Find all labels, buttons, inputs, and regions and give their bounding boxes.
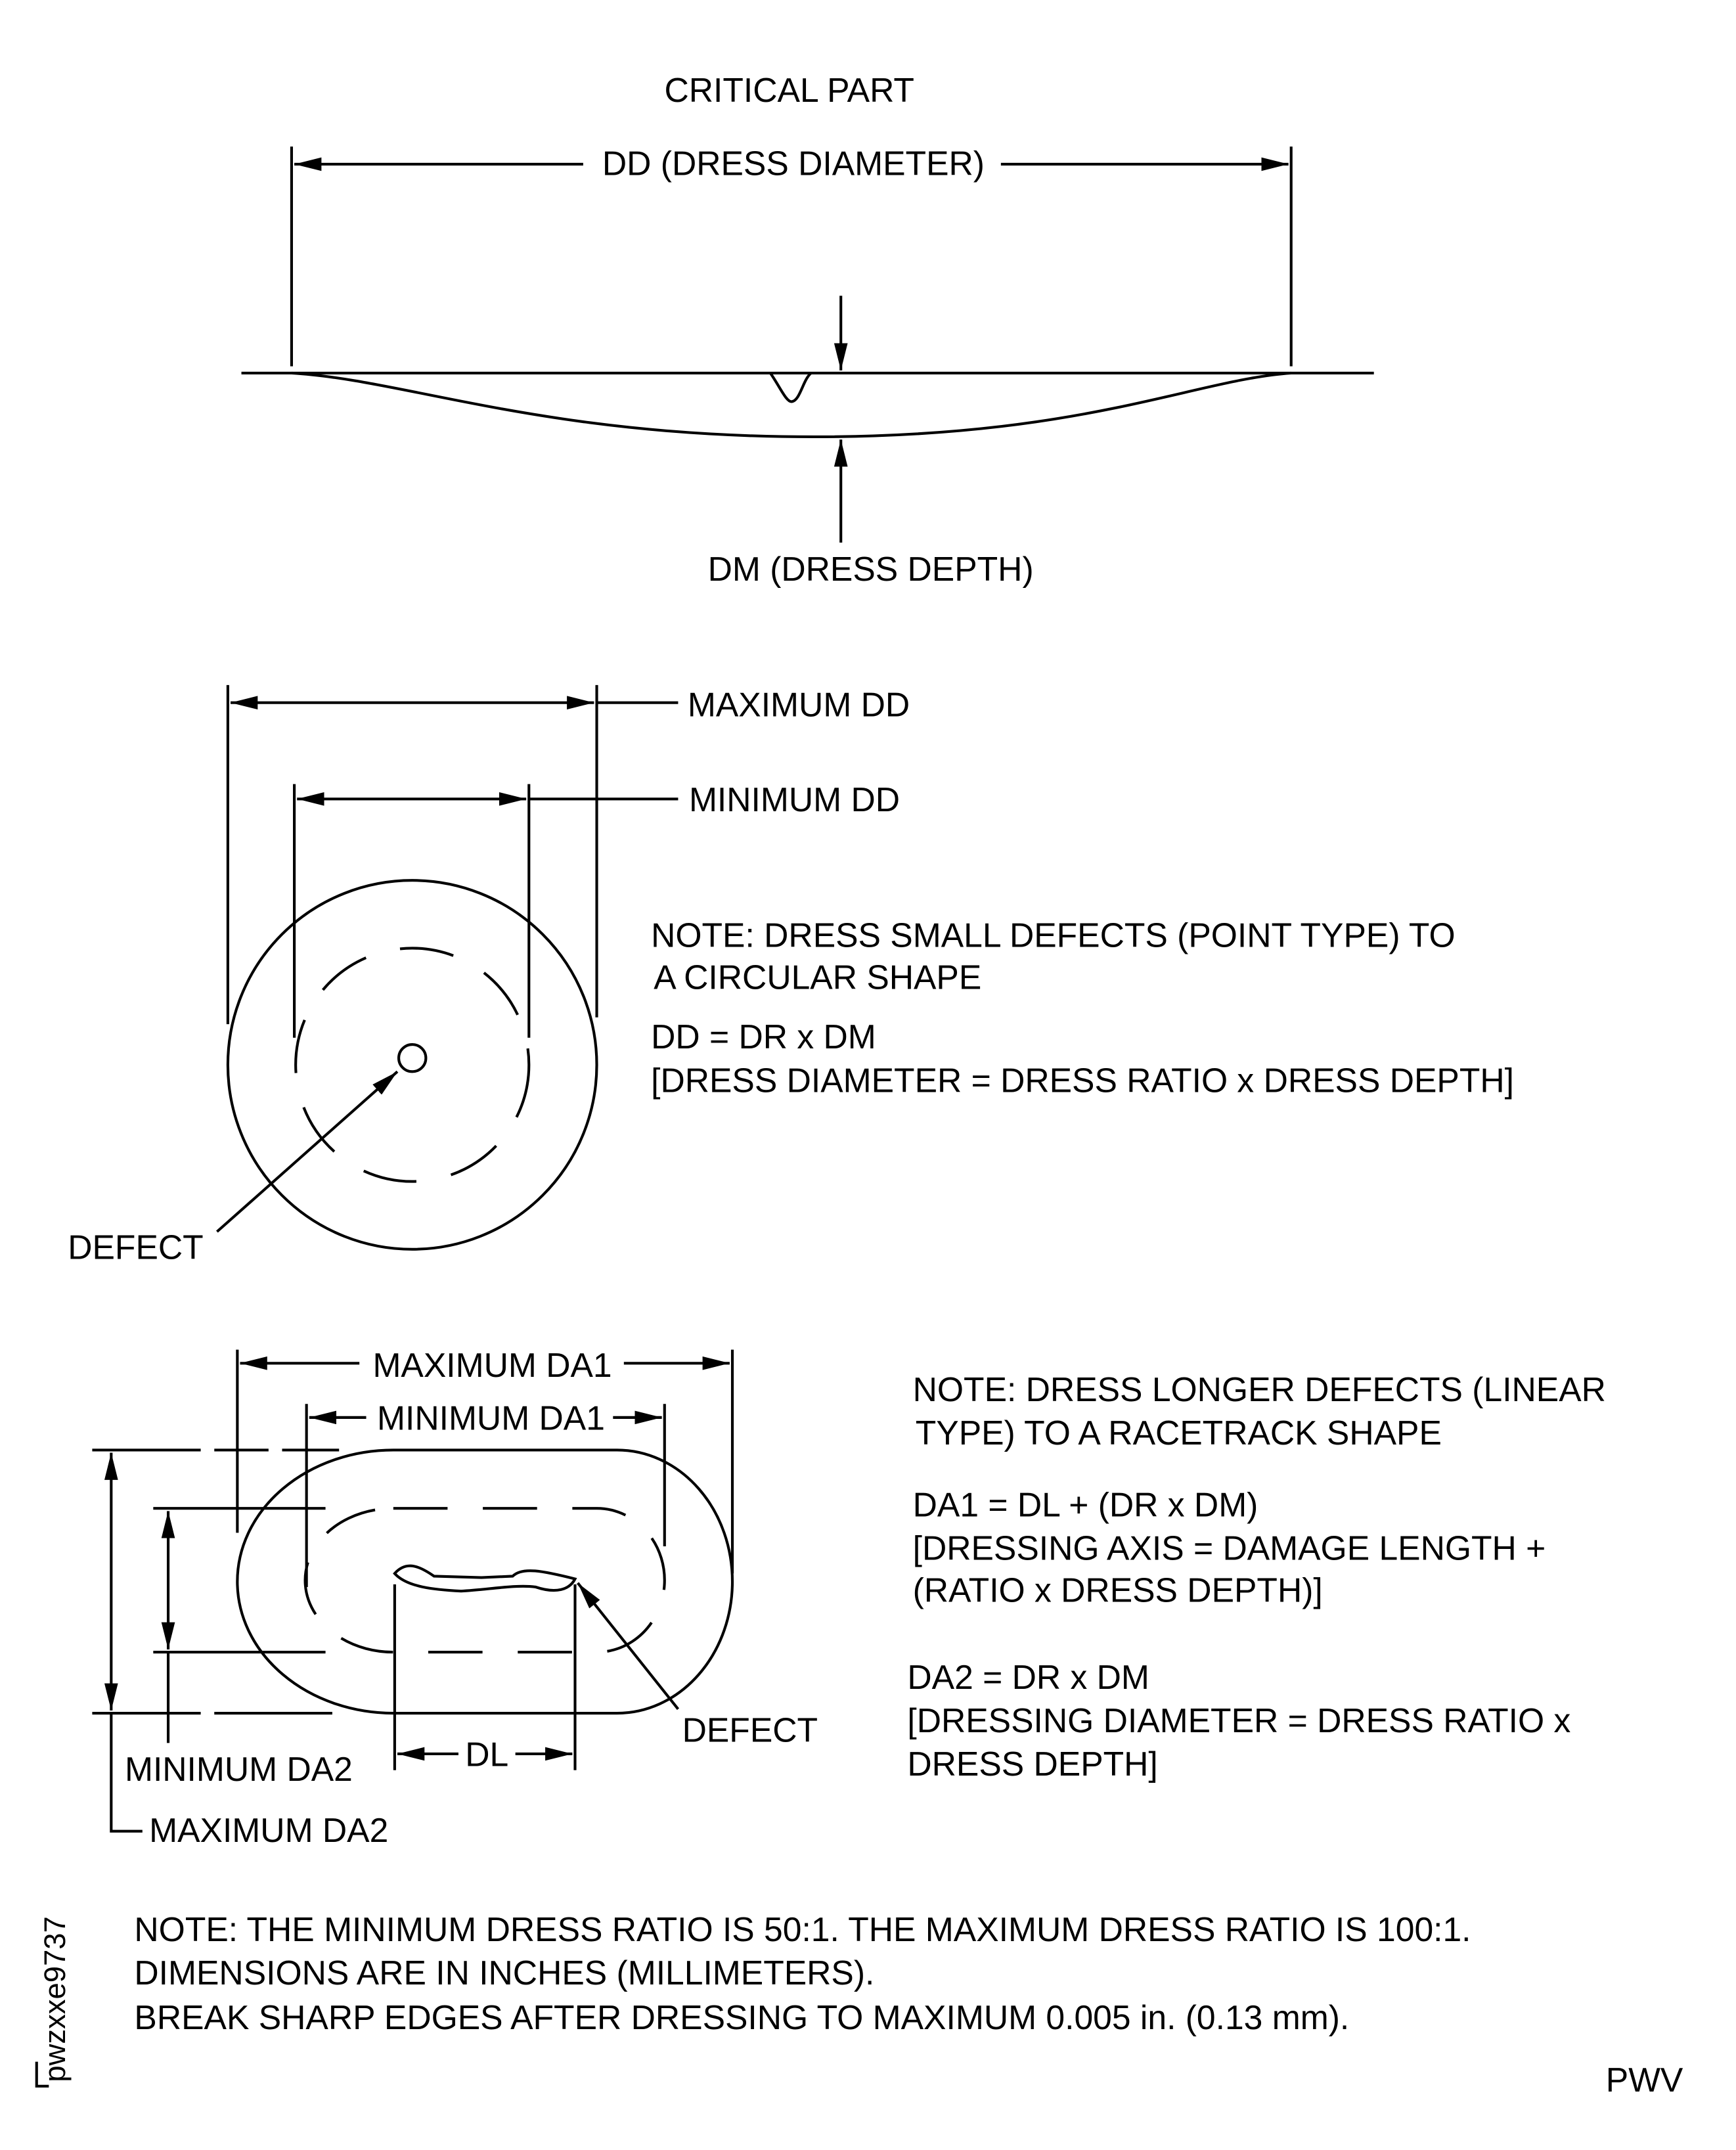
max-da1-label: MAXIMUM DA1	[372, 1346, 612, 1384]
min-da2-label: MINIMUM DA2	[125, 1750, 353, 1788]
racetrack-dress-section: MAXIMUM DA1 MINIMUM DA1 MAXIMUM DA2 MINI…	[92, 1346, 1606, 1849]
critical-part-title: CRITICAL PART	[665, 71, 914, 109]
footer-note-3: BREAK SHARP EDGES AFTER DRESSING TO MAXI…	[134, 1998, 1349, 2036]
da2-formula: DA2 = DR x DM	[907, 1658, 1149, 1696]
defect-notch	[769, 372, 812, 403]
dressed-profile	[291, 371, 1291, 439]
defect-leader	[216, 1070, 399, 1233]
min-dress-circle	[294, 947, 531, 1183]
point-defect	[397, 1042, 428, 1073]
max-dress-circle	[226, 879, 598, 1251]
footer-note-2: DIMENSIONS ARE IN INCHES (MILLIMETERS).	[134, 1954, 874, 1992]
dd-label: DD (DRESS DIAMETER)	[602, 144, 985, 182]
da2-desc-1: [DRESSING DIAMETER = DRESS RATIO x	[907, 1701, 1570, 1739]
linear-defect	[393, 1564, 577, 1593]
dm-label: DM (DRESS DEPTH)	[708, 550, 1034, 588]
defect-label: DEFECT	[68, 1228, 203, 1266]
circle-note-line-2: A CIRCULAR SHAPE	[654, 958, 981, 996]
footer-note-1: NOTE: THE MINIMUM DRESS RATIO IS 50:1. T…	[134, 1910, 1471, 1948]
racetrack-note-line-2: TYPE) TO A RACETRACK SHAPE	[916, 1414, 1442, 1452]
max-da2-label: MAXIMUM DA2	[149, 1811, 388, 1849]
dd-formula: DD = DR x DM	[651, 1018, 876, 1056]
figure-id: pwzxxe9737	[38, 1916, 72, 2082]
da1-desc-2: (RATIO x DRESS DEPTH)]	[913, 1571, 1323, 1609]
figure-code: PWV	[1606, 2061, 1683, 2099]
critical-part-section: CRITICAL PART DD (DRESS DIAMETER) DM (DR…	[241, 71, 1374, 588]
da1-desc-1: [DRESSING AXIS = DAMAGE LENGTH +	[913, 1529, 1546, 1567]
max-da2-leader	[110, 1713, 143, 1833]
da1-formula: DA1 = DL + (DR x DM)	[913, 1486, 1258, 1524]
footer: NOTE: THE MINIMUM DRESS RATIO IS 50:1. T…	[35, 1910, 1683, 2099]
max-racetrack	[236, 1448, 734, 1715]
da2-desc-2: DRESS DEPTH]	[907, 1745, 1157, 1783]
racetrack-defect-label: DEFECT	[682, 1711, 818, 1749]
min-da1-label: MINIMUM DA1	[377, 1399, 605, 1437]
max-dd-label: MAXIMUM DD	[688, 685, 910, 723]
min-racetrack	[303, 1507, 666, 1654]
circular-dress-section: MAXIMUM DD MINIMUM DD DEFECT NOTE: DRESS…	[68, 684, 1514, 1266]
figure-id-bracket	[35, 2061, 49, 2088]
circle-note-line-1: NOTE: DRESS SMALL DEFECTS (POINT TYPE) T…	[651, 916, 1456, 954]
racetrack-defect-leader	[577, 1582, 680, 1711]
racetrack-note-line-1: NOTE: DRESS LONGER DEFECTS (LINEAR	[913, 1370, 1606, 1408]
dl-label: DL	[465, 1736, 508, 1774]
min-dd-label: MINIMUM DD	[689, 780, 900, 818]
dd-formula-desc: [DRESS DIAMETER = DRESS RATIO x DRESS DE…	[651, 1061, 1514, 1099]
